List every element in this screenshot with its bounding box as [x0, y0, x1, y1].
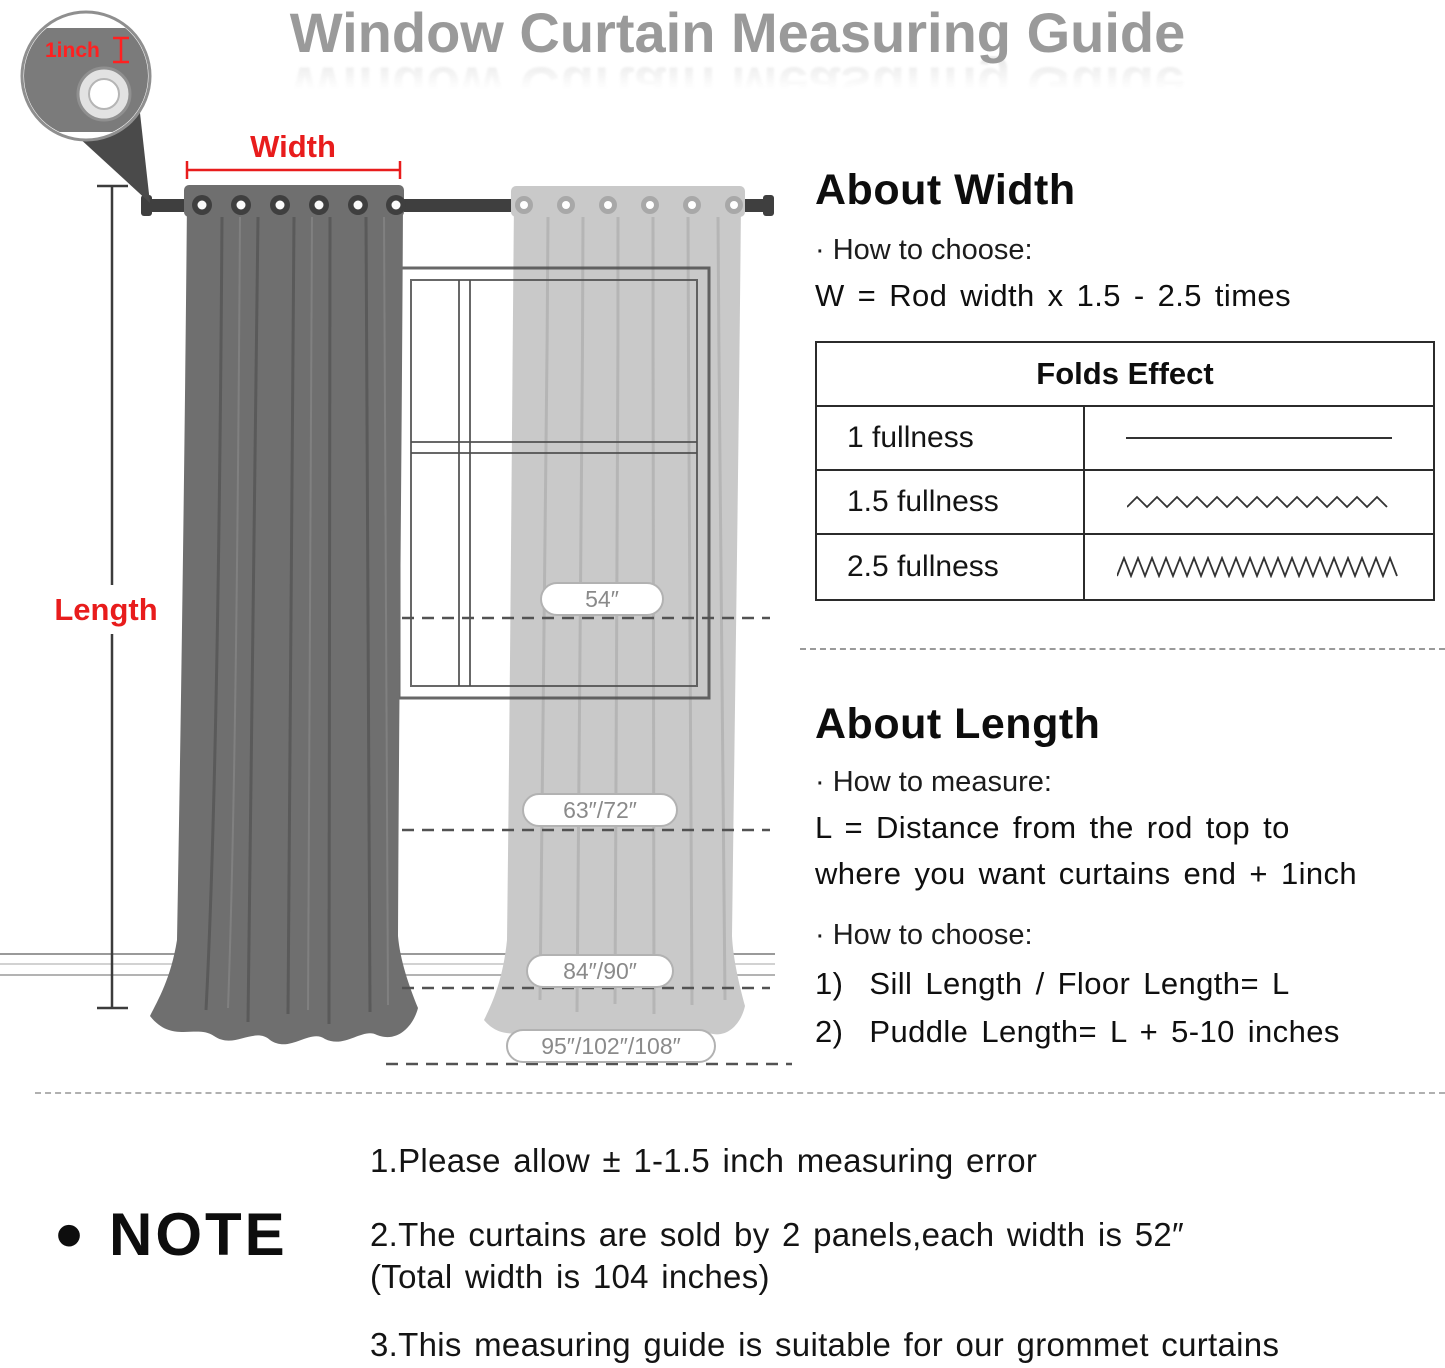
page-title-reflection: Window Curtain Measuring Guide — [289, 55, 1186, 119]
about-length-how-to-choose: · How to choose: — [815, 919, 1033, 951]
table-row: 1 fullness — [817, 407, 1433, 471]
curtain-diagram-illustration: Width Length — [0, 10, 792, 1066]
fullness-2-5-label: 2.5 fullness — [817, 535, 1085, 599]
length-formula-line2: where you want curtains end + 1inch — [815, 856, 1358, 891]
length-measure-line — [97, 184, 128, 1010]
length-choice-sill-floor: 1) Sill Length / Floor Length= L — [815, 966, 1290, 1001]
folds-effect-header: Folds Effect — [817, 343, 1433, 407]
one-inch-label: 1inch — [45, 39, 100, 62]
light-curtain-grommets — [515, 196, 743, 214]
note-heading: • NOTE — [55, 1189, 288, 1279]
about-length-how-to-measure: · How to measure: — [815, 766, 1052, 798]
fullness-1-5-label: 1.5 fullness — [817, 471, 1085, 533]
page-title: Window Curtain Measuring Guide — [289, 1, 1186, 64]
dark-curtain-panel — [150, 185, 418, 1045]
note-divider — [35, 1092, 1445, 1094]
about-width-how-to-choose: · How to choose: — [815, 234, 1033, 266]
note-item-2-line1: 2.The curtains are sold by 2 panels,each… — [370, 1216, 1185, 1253]
about-width-heading: About Width — [815, 166, 1076, 214]
section-divider — [800, 648, 1445, 650]
length-label: Length — [54, 592, 157, 627]
size-marker-84-90: 84″/90″ — [526, 954, 674, 988]
bullet-icon: • — [55, 1189, 84, 1279]
note-title: NOTE — [109, 1201, 288, 1268]
one-inch-measure-tick — [113, 36, 129, 64]
size-marker-63-72: 63″/72″ — [522, 793, 678, 827]
fullness-1-wave-icon — [1085, 407, 1433, 469]
grommet-magnifier: 1inch — [20, 10, 152, 203]
about-length-heading: About Length — [815, 700, 1101, 748]
length-choice-puddle: 2) Puddle Length= L + 5-10 inches — [815, 1014, 1340, 1049]
width-label: Width — [250, 129, 336, 164]
note-item-1: 1.Please allow ± 1-1.5 inch measuring er… — [370, 1142, 1038, 1179]
length-formula-line1: L = Distance from the rod top to — [815, 810, 1290, 845]
fullness-1-label: 1 fullness — [817, 407, 1085, 469]
width-formula: W = Rod width x 1.5 - 2.5 times — [815, 278, 1291, 313]
size-dashed-lines — [386, 616, 792, 1066]
fullness-1-5-wave-icon — [1085, 471, 1433, 533]
light-curtain-panel — [484, 186, 745, 1043]
table-row: 1.5 fullness — [817, 471, 1433, 535]
table-row: 2.5 fullness — [817, 535, 1433, 599]
size-marker-95-102-108: 95″/102″/108″ — [506, 1029, 716, 1063]
folds-effect-table: Folds Effect 1 fullness 1.5 fullness 2.5… — [815, 341, 1435, 601]
note-item-2-line2: (Total width is 104 inches) — [370, 1258, 770, 1295]
size-marker-54: 54″ — [540, 582, 664, 616]
fullness-2-5-wave-icon — [1085, 535, 1433, 599]
width-measure-line — [185, 161, 402, 179]
note-item-3: 3.This measuring guide is suitable for o… — [370, 1326, 1280, 1363]
dark-curtain-grommets — [192, 195, 406, 215]
